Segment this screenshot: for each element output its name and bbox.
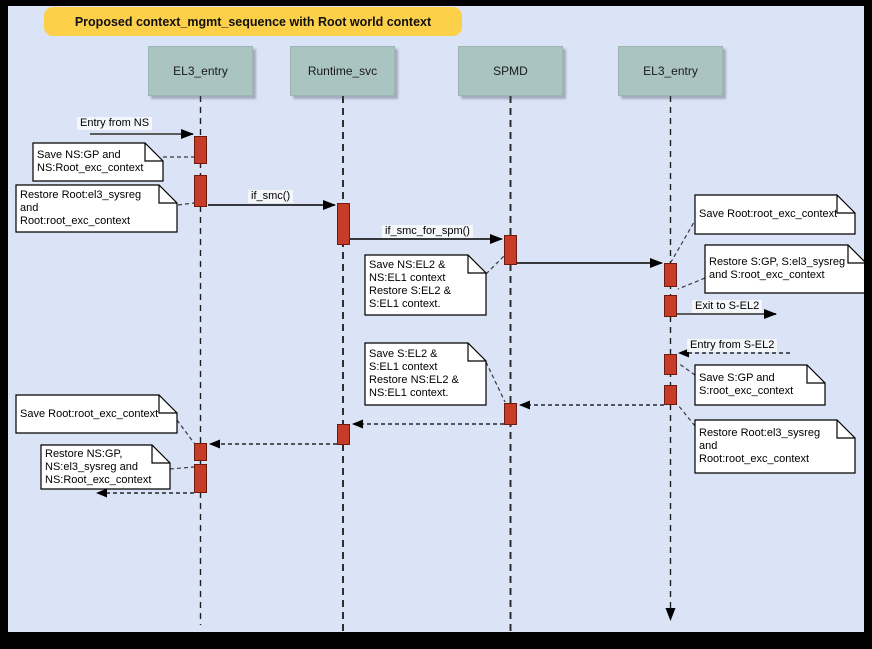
connector-note-3 [485,254,506,275]
note-save-root-exc-right: Save Root:root_exc_context [699,208,838,220]
note-shape-9 [15,394,178,434]
message-label-entry-from-sel2: Entry from S-EL2 [687,339,778,352]
connector-note-6 [677,362,696,376]
note-shape-2 [15,184,178,233]
actor-spmd: SPMD [458,46,563,96]
activation-runtime-a [337,203,350,245]
actor-el3-entry-1: EL3_entry [148,46,253,96]
actor-spmd-label: SPMD [493,64,528,78]
note-save-ns-el2: Save NS:EL2 & NS:EL1 context Restore S:E… [369,259,451,310]
note-restore-s-gp: Restore S:GP, S:el3_sysreg and S:root_ex… [709,256,846,281]
note-shape-3 [364,254,487,316]
connector-note-10 [169,466,195,470]
activation-spmd-b [504,403,517,425]
note-shape-4 [694,194,856,235]
activation-runtime-b [337,424,350,445]
activation-el3-2-d [664,385,677,405]
connector-note-8 [485,361,506,403]
note-shape-8 [364,342,487,406]
actor-el3-entry-1-label: EL3_entry [173,64,228,78]
connector-note-7 [677,404,696,427]
message-label-if-smc-for-spm: if_smc_for_spm() [382,225,473,238]
activation-spmd-a [504,235,517,265]
message-label-exit-to-sel2: Exit to S-EL2 [692,300,763,313]
activation-el3-2-b [664,295,677,317]
connector-note-5 [677,277,706,290]
note-shape-6 [694,364,826,406]
note-shape-7 [694,419,856,474]
note-save-s-gp: Save S:GP and S:root_exc_context [699,372,794,397]
message-arrows [90,129,790,498]
connector-note-2 [177,202,195,206]
note-shape-10 [40,444,171,490]
actor-el3-entry-2: EL3_entry [618,46,723,96]
note-save-ns-gp: Save NS:GP and NS:Root_exc_context [37,149,144,174]
activation-el3-1-b [194,175,207,207]
note-restore-ns-gp: Restore NS:GP, NS:el3_sysreg and NS:Root… [45,447,152,486]
activation-el3-1-d [194,464,207,493]
message-label-entry-from-ns: Entry from NS [77,117,153,130]
actor-runtime-svc: Runtime_svc [290,46,395,96]
connector-note-4 [670,216,698,263]
note-shapes [15,142,864,490]
note-connectors [163,156,706,470]
message-label-if-smc: if_smc() [248,190,294,203]
actor-runtime-svc-label: Runtime_svc [307,64,378,78]
diagram-title: Proposed context_mgmt_sequence with Root… [44,7,462,36]
note-save-root-exc-left: Save Root:root_exc_context [20,407,159,420]
activation-el3-1-c [194,443,207,461]
note-shape-5 [704,244,864,294]
note-save-s-el2: Save S:EL2 & S:EL1 context Restore NS:EL… [369,348,459,399]
activation-el3-2-c [664,354,677,375]
note-shape-1 [32,142,164,182]
connector-note-9 [176,419,195,444]
actor-el3-entry-2-label: EL3_entry [643,64,698,78]
activation-el3-1-a [194,136,207,164]
note-restore-root-right: Restore Root:el3_sysreg and Root:root_ex… [699,427,821,465]
note-restore-root-el3-sysreg: Restore Root:el3_sysreg and Root:root_ex… [20,189,142,227]
activation-el3-2-a [664,263,677,287]
diagram-lines-layer [15,96,864,632]
diagram-canvas: Proposed context_mgmt_sequence with Root… [8,6,864,632]
